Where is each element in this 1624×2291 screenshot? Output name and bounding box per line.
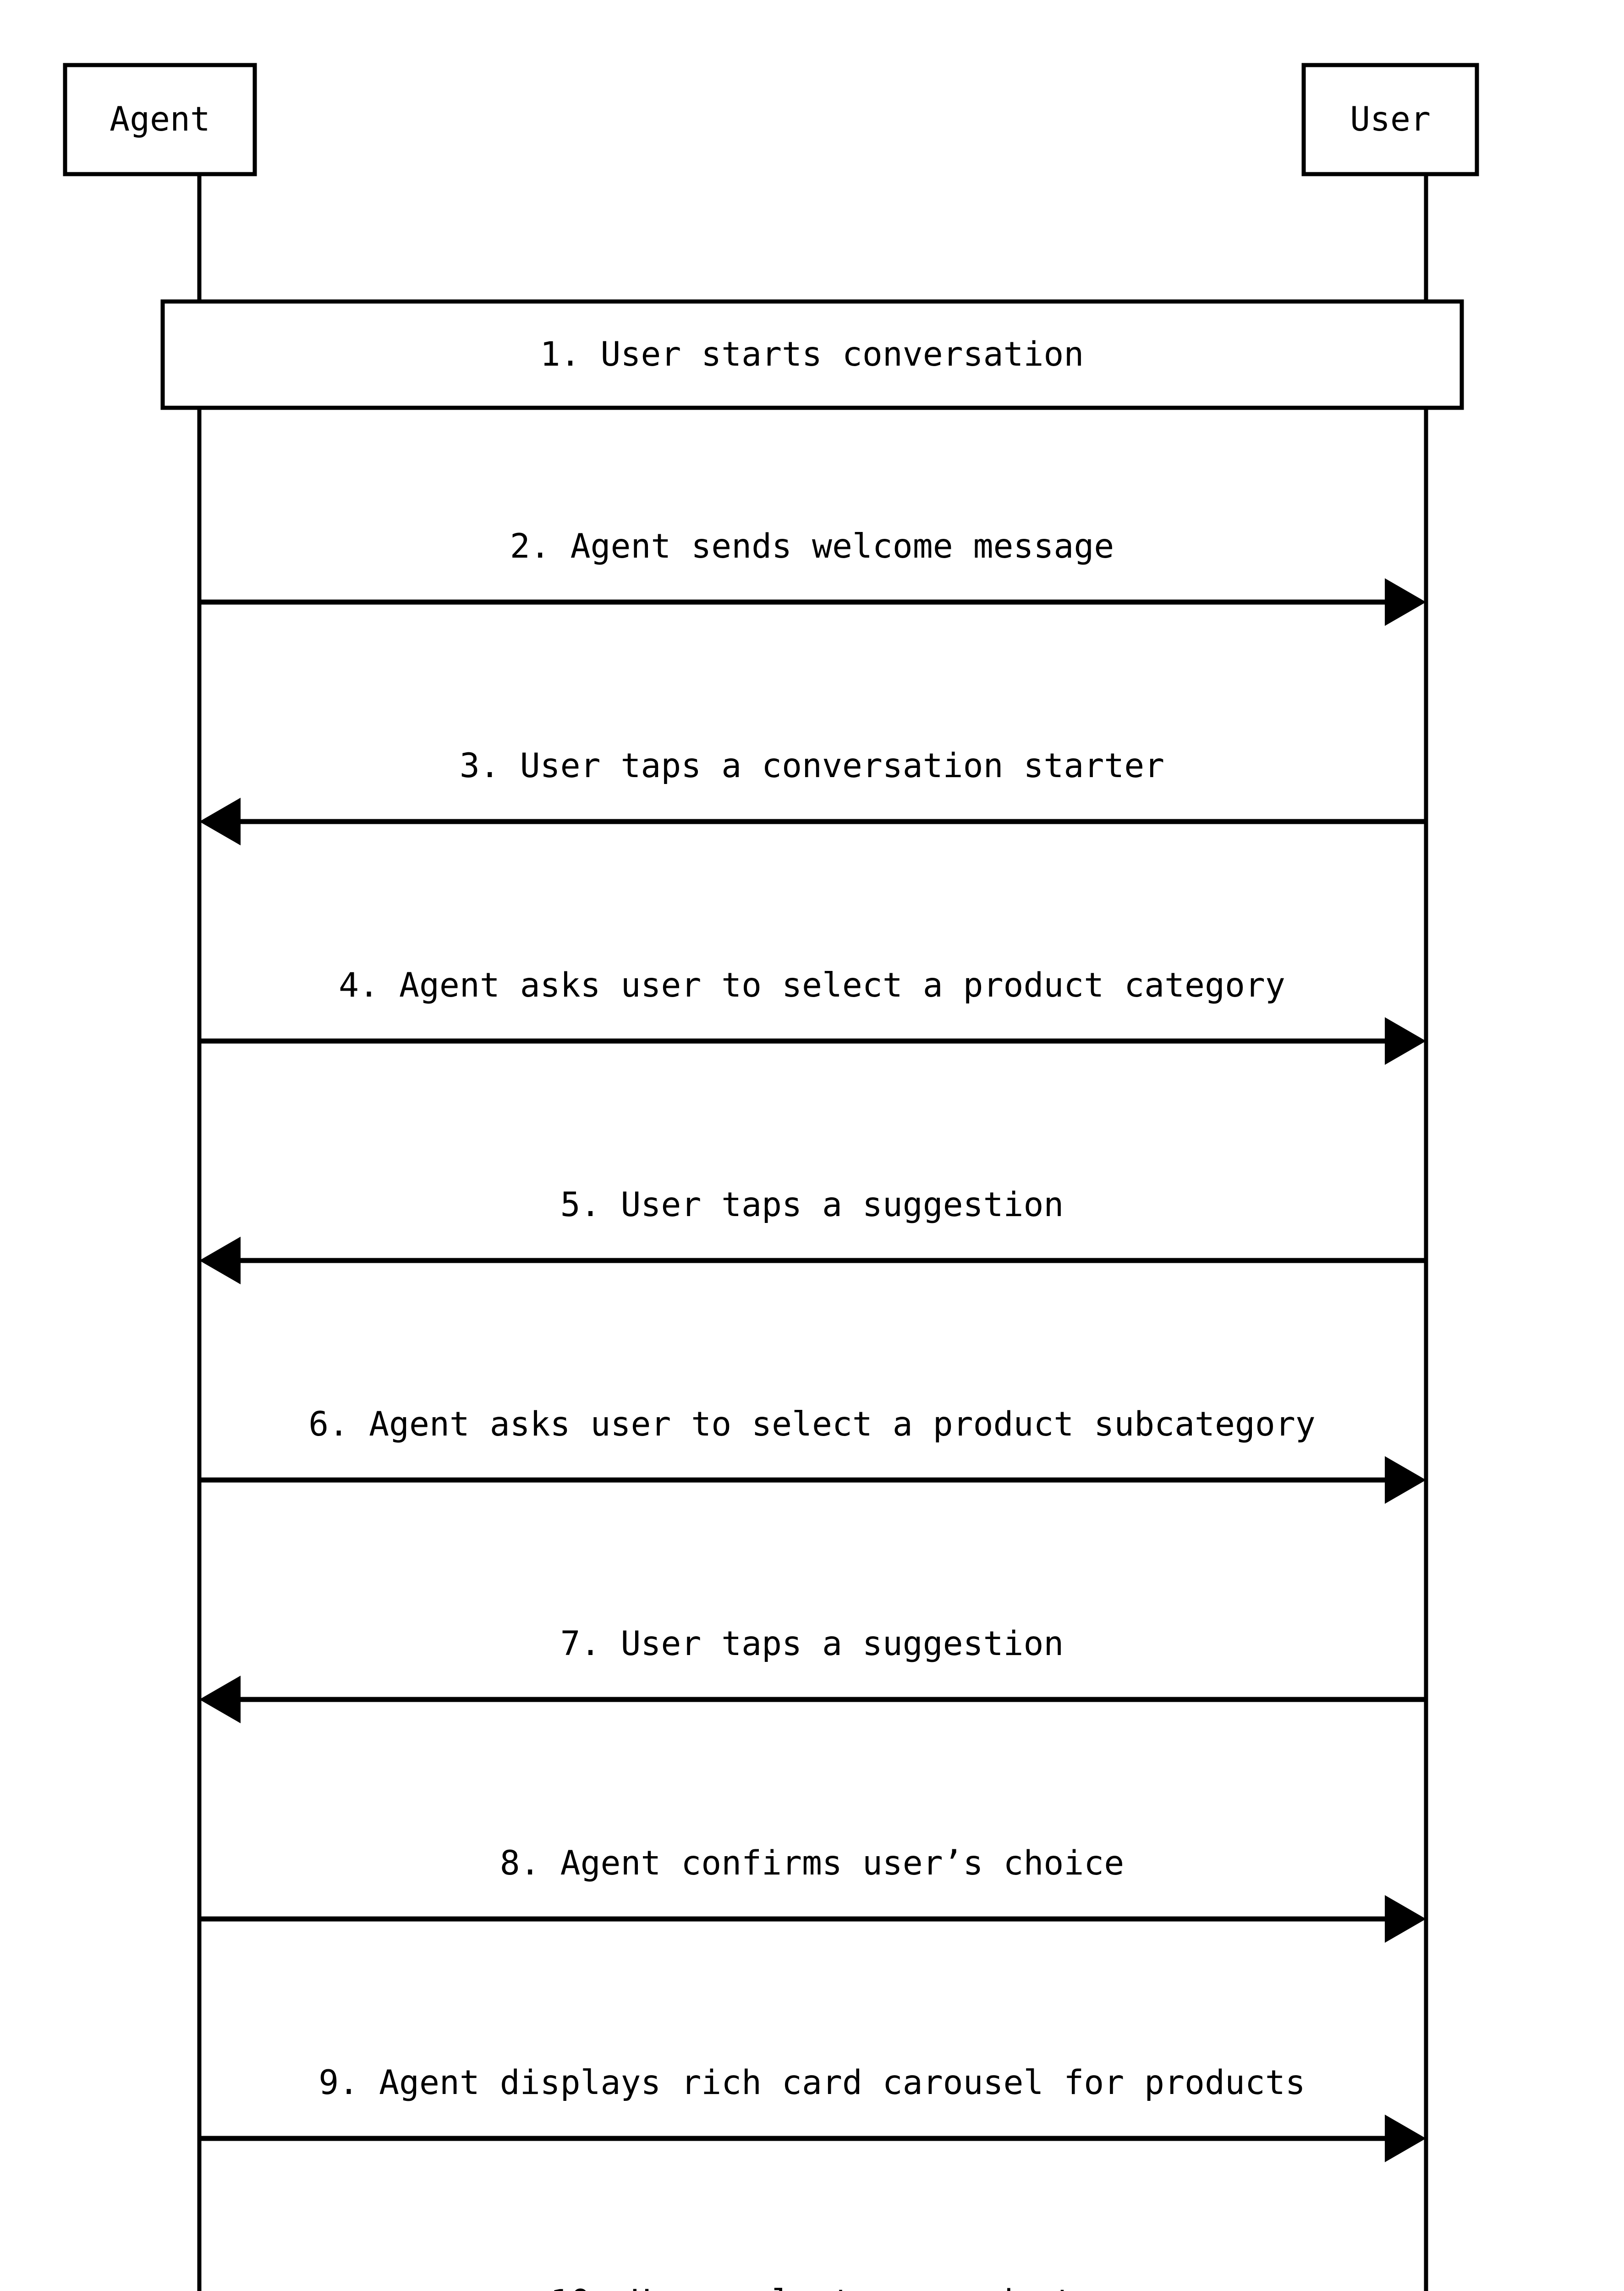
message-5-arrowhead: [199, 1237, 241, 1284]
message-4-arrowhead: [1385, 1017, 1426, 1065]
message-6: 6. Agent asks user to select a product s…: [199, 1405, 1426, 1504]
message-6-arrowhead: [1385, 1456, 1426, 1504]
message-4: 4. Agent asks user to select a product c…: [199, 966, 1426, 1065]
lifelines: [197, 174, 1428, 2291]
message-6-label: 6. Agent asks user to select a product s…: [308, 1405, 1316, 1444]
message-4-label: 4. Agent asks user to select a product c…: [339, 966, 1285, 1005]
participant-header-user[interactable]: User: [1301, 63, 1479, 176]
message-9-label: 9. Agent displays rich card carousel for…: [318, 2063, 1306, 2102]
message-10-label: 10. User selects a product: [550, 2283, 1074, 2291]
participant-box-user-top[interactable]: [1301, 63, 1479, 176]
message-3-arrowhead: [199, 798, 241, 845]
message-7-label: 7. User taps a suggestion: [560, 1624, 1064, 1663]
note-box: [160, 299, 1464, 410]
message-8: 8. Agent confirms user’s choice: [199, 1844, 1426, 1943]
message-3-label: 3. User taps a conversation starter: [460, 746, 1164, 785]
message-7: 7. User taps a suggestion: [199, 1624, 1426, 1723]
participant-label-user-top: User: [1350, 100, 1431, 139]
participant-box-agent-top[interactable]: [63, 63, 257, 176]
message-8-label: 8. Agent confirms user’s choice: [500, 1844, 1124, 1883]
message-2-arrowhead: [1385, 578, 1426, 626]
message-7-arrowhead: [199, 1676, 241, 1723]
message-3: 3. User taps a conversation starter: [199, 746, 1426, 845]
message-8-arrowhead: [1385, 1895, 1426, 1943]
note-text: 1. User starts conversation: [540, 335, 1084, 374]
message-2-label: 2. Agent sends welcome message: [510, 527, 1114, 566]
message-2: 2. Agent sends welcome message: [199, 527, 1426, 626]
message-5: 5. User taps a suggestion: [199, 1185, 1426, 1284]
message-9: 9. Agent displays rich card carousel for…: [199, 2063, 1426, 2162]
message-10: 10. User selects a product: [550, 2283, 1074, 2291]
participant-header-agent[interactable]: Agent: [63, 63, 257, 176]
participant-label-agent-top: Agent: [110, 100, 210, 139]
message-5-label: 5. User taps a suggestion: [560, 1185, 1064, 1224]
message-9-arrowhead: [1385, 2115, 1426, 2162]
note-step-1: 1. User starts conversation: [160, 299, 1464, 410]
